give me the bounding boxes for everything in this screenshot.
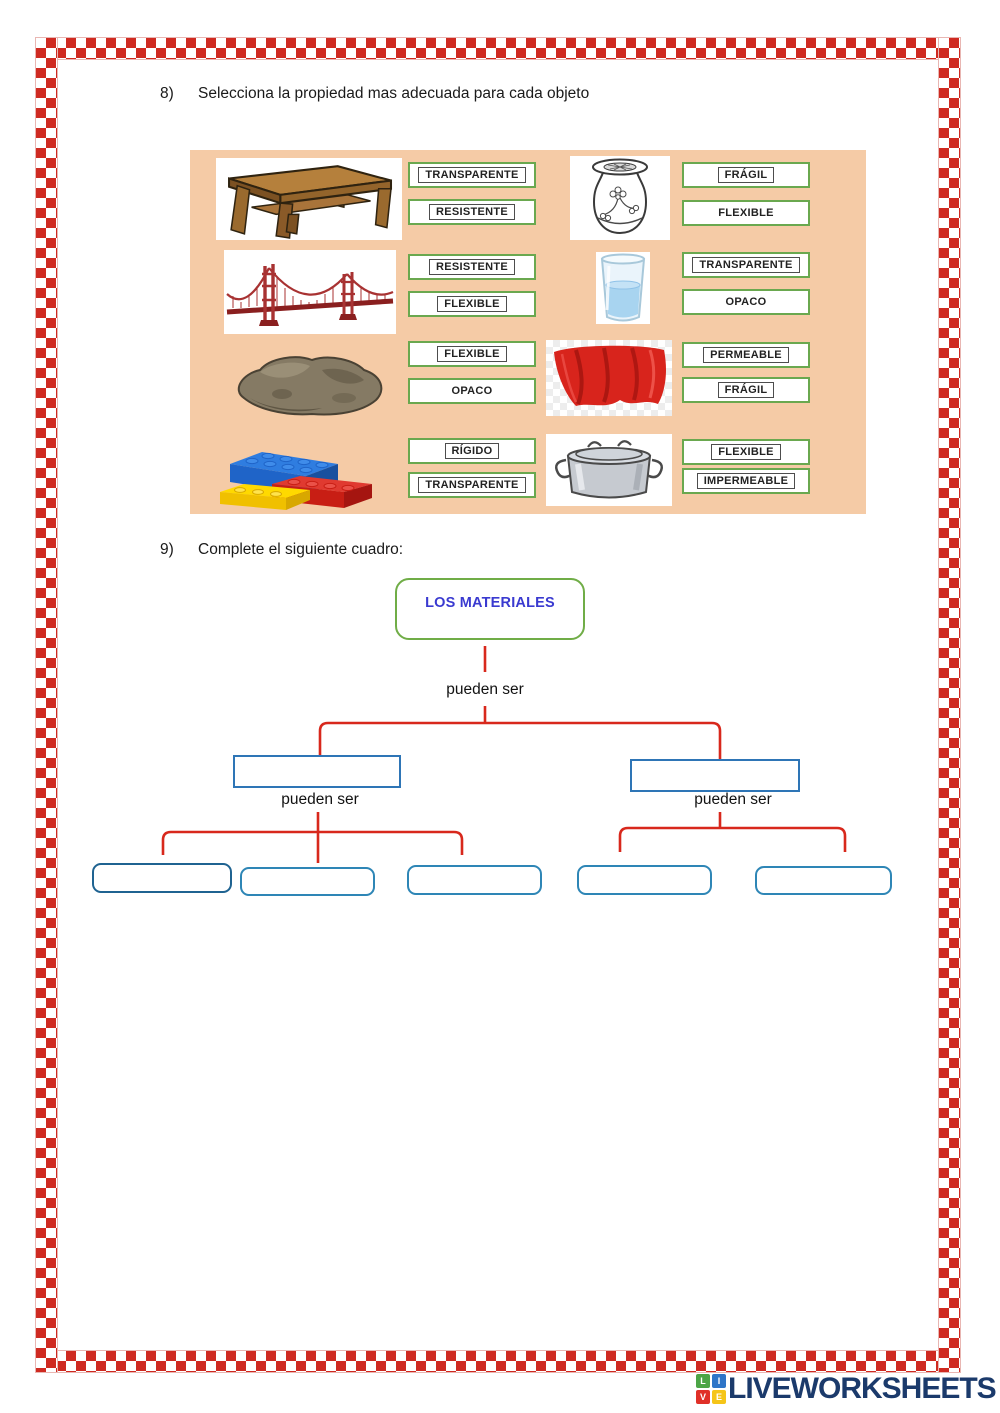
option-rock-opaco[interactable]: OPACO: [408, 378, 536, 404]
logo-tile-v: V: [696, 1390, 710, 1404]
option-label: RESISTENTE: [428, 204, 516, 220]
wooden-table-image: [216, 158, 402, 240]
option-lego-rigido[interactable]: RÍGIDO: [408, 438, 536, 464]
wooden-table-illustration: [228, 165, 393, 239]
option-lego-transparente[interactable]: TRANSPARENTE: [408, 472, 536, 498]
option-label: TRANSPARENTE: [418, 167, 526, 183]
glass-of-water-image: [596, 252, 650, 324]
option-label: RESISTENTE: [428, 259, 516, 275]
option-bridge-flexible[interactable]: FLEXIBLE: [408, 291, 536, 317]
option-cloth-fragil[interactable]: FRÁGIL: [682, 377, 810, 403]
option-vase-fragil[interactable]: FRÁGIL: [682, 162, 810, 188]
option-label: TRANSPARENTE: [418, 477, 526, 493]
question9-number: 9): [160, 541, 174, 558]
question8-title: Selecciona la propiedad mas adecuada par…: [198, 85, 590, 102]
option-pot-impermeable[interactable]: IMPERMEABLE: [682, 468, 810, 494]
question8-number: 8): [160, 85, 174, 102]
logo-tile-l: L: [696, 1374, 710, 1388]
answer-box-right[interactable]: [630, 759, 800, 792]
question9-header: 9) Complete el siguiente cuadro:: [160, 541, 403, 559]
cooking-pot-image: [546, 434, 672, 506]
root-node-label: LOS MATERIALES: [425, 595, 555, 611]
option-glass-transparente[interactable]: TRANSPARENTE: [682, 252, 810, 278]
answer-box-1[interactable]: [92, 863, 232, 893]
rock-image: [226, 346, 392, 418]
vase-illustration: [592, 158, 648, 235]
root-node-los-materiales: LOS MATERIALES: [395, 578, 585, 640]
option-label: FLEXIBLE: [718, 207, 774, 219]
option-label: FRÁGIL: [717, 382, 775, 398]
option-glass-opaco[interactable]: OPACO: [682, 289, 810, 315]
option-label: OPACO: [451, 385, 493, 397]
logo-tile-i: I: [712, 1374, 726, 1388]
question8-header: 8) Selecciona la propiedad mas adecuada …: [160, 85, 589, 103]
glass-of-water-illustration: [600, 253, 646, 322]
pueden-ser-label-left: pueden ser: [281, 791, 359, 808]
liveworksheets-tiles-icon: L I V E: [696, 1374, 726, 1404]
option-table-resistente[interactable]: RESISTENTE: [408, 199, 536, 225]
decorative-border-left: [35, 37, 58, 1373]
option-label: FLEXIBLE: [711, 444, 781, 460]
suspension-bridge-illustration: [226, 264, 394, 326]
lego-bricks-image: [210, 430, 392, 510]
option-cloth-permeable[interactable]: PERMEABLE: [682, 342, 810, 368]
option-label: FLEXIBLE: [437, 296, 507, 312]
decorative-border-bottom: [35, 1350, 961, 1373]
answer-box-4[interactable]: [577, 865, 712, 895]
option-label: PERMEABLE: [703, 347, 789, 363]
option-label: FRÁGIL: [717, 167, 775, 183]
option-label: OPACO: [725, 296, 767, 308]
option-pot-flexible[interactable]: FLEXIBLE: [682, 439, 810, 465]
decorative-border-top: [35, 37, 961, 60]
liveworksheets-wordmark: LIVEWORKSHEETS: [728, 1372, 997, 1405]
suspension-bridge-image: [224, 250, 396, 334]
cooking-pot-illustration: [555, 440, 663, 499]
decorative-border-right: [938, 37, 961, 1373]
answer-box-3[interactable]: [407, 865, 542, 895]
red-cloth-image: [546, 340, 672, 416]
option-label: FLEXIBLE: [437, 346, 507, 362]
lego-bricks-illustration: [220, 452, 372, 510]
vase-image: [570, 156, 670, 240]
question8-panel: TRANSPARENTE RESISTENTE: [190, 150, 866, 514]
pueden-ser-label-top: pueden ser: [446, 681, 524, 698]
option-table-transparente[interactable]: TRANSPARENTE: [408, 162, 536, 188]
red-cloth-illustration: [554, 345, 666, 406]
option-vase-flexible[interactable]: FLEXIBLE: [682, 200, 810, 226]
logo-tile-e: E: [712, 1390, 726, 1404]
rock-illustration: [237, 356, 383, 416]
option-label: TRANSPARENTE: [692, 257, 800, 273]
option-label: IMPERMEABLE: [696, 473, 796, 489]
option-rock-flexible[interactable]: FLEXIBLE: [408, 341, 536, 367]
option-bridge-resistente[interactable]: RESISTENTE: [408, 254, 536, 280]
liveworksheets-logo: L I V E LIVEWORKSHEETS: [696, 1372, 997, 1406]
answer-box-2[interactable]: [240, 867, 375, 896]
question9-title: Complete el siguiente cuadro:: [198, 541, 404, 558]
answer-box-left[interactable]: [233, 755, 401, 788]
option-label: RÍGIDO: [444, 443, 500, 459]
pueden-ser-label-right: pueden ser: [694, 791, 772, 808]
answer-box-5[interactable]: [755, 866, 892, 895]
